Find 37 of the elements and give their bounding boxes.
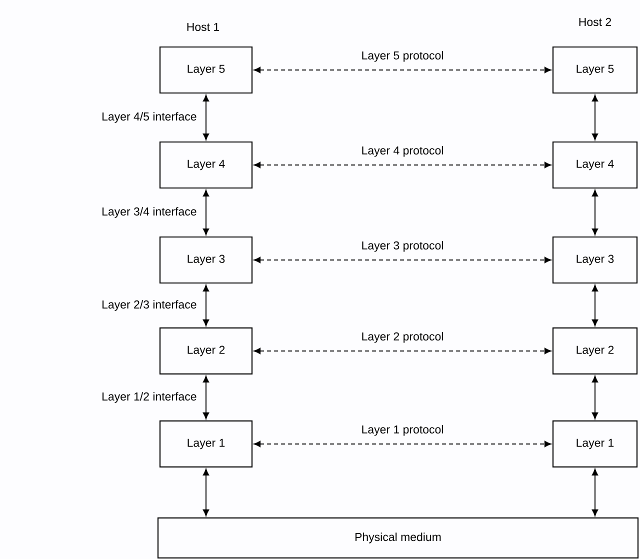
arrow [592,376,598,420]
layer-box: Layer 2 [159,327,253,375]
edge-label: Layer 2/3 interface [102,300,196,311]
layer-box: Layer 1 [552,420,638,468]
arrow [202,94,210,140]
arrow [254,162,552,168]
layer-box: Layer 4 [159,141,253,189]
edge-label: Layer 4 protocol [362,146,443,157]
edge-label: Layer 2 protocol [362,332,443,343]
arrow [254,348,552,354]
layer-box: Layer 5 [159,46,253,94]
edge-label: Layer 1 protocol [362,425,443,436]
layer-box: Layer 5 [552,46,638,94]
arrow [254,256,552,264]
host-label: Host 2 [579,18,612,26]
arrow [254,440,552,448]
arrow [254,66,552,74]
arrow [202,190,210,236]
arrow [592,468,598,516]
layer-box: Layer 1 [159,420,253,468]
edge-label: Layer 4/5 interface [102,112,196,123]
edge-label: Layer 1/2 interface [102,392,196,403]
edge-label: Layer 3/4 interface [102,207,196,218]
arrow [592,94,598,140]
layer-box: Layer 2 [552,327,638,375]
arrow [202,376,210,420]
arrow [592,190,598,236]
arrow [202,468,210,516]
arrow [202,284,210,326]
medium-box: Physical medium [157,517,639,559]
layer-box: Layer 3 [552,236,638,284]
layer-box: Layer 4 [552,141,638,189]
arrow [592,284,598,326]
host-label: Host 1 [187,22,220,31]
edge-label: Layer 5 protocol [362,51,443,62]
layer-box: Layer 3 [159,236,253,284]
edge-label: Layer 3 protocol [362,241,443,252]
